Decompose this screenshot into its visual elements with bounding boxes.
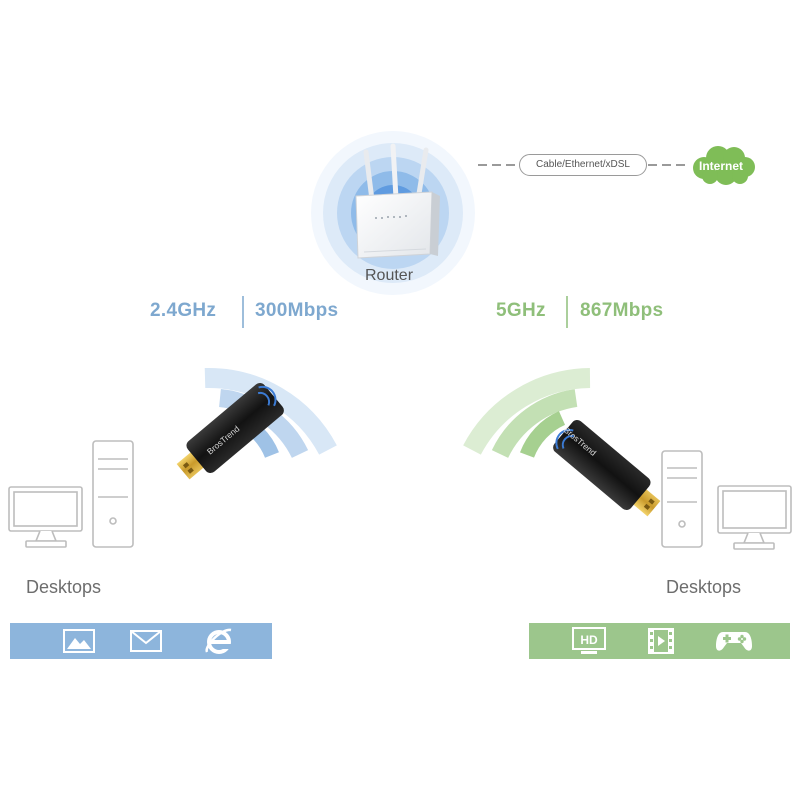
internet-cloud-icon <box>693 146 755 185</box>
tower-icon-right <box>661 450 703 548</box>
usb-adapter-right <box>553 419 661 517</box>
tower-icon-left <box>92 440 134 548</box>
desktops-label-right: Desktops <box>666 577 742 597</box>
wifi-waves-5ghz <box>463 368 591 459</box>
speed-right: 867Mbps <box>580 300 664 321</box>
hd-icon: HD <box>569 623 609 659</box>
video-icon <box>641 623 681 659</box>
speed-left: 300Mbps <box>255 300 339 321</box>
mail-icon <box>127 623 165 659</box>
monitor-icon-left <box>8 486 83 548</box>
desktops-label-left: Desktops <box>26 577 102 597</box>
usage-bar-right: HD <box>529 623 790 659</box>
connection-pill: Cable/Ethernet/xDSL <box>519 154 647 176</box>
router-label: Router <box>365 267 414 284</box>
internet-label: Internet <box>699 159 744 173</box>
usage-bar-left <box>10 623 272 659</box>
hd-text: HD <box>580 633 598 647</box>
router-icon <box>355 143 440 259</box>
usb-adapter-left <box>176 382 284 480</box>
monitor-icon-right <box>717 485 792 550</box>
band-left: 2.4GHz <box>150 300 217 321</box>
gamepad-icon <box>712 623 756 659</box>
photo-icon <box>60 623 98 659</box>
browser-icon <box>200 623 238 659</box>
band-right: 5GHz <box>496 300 546 321</box>
